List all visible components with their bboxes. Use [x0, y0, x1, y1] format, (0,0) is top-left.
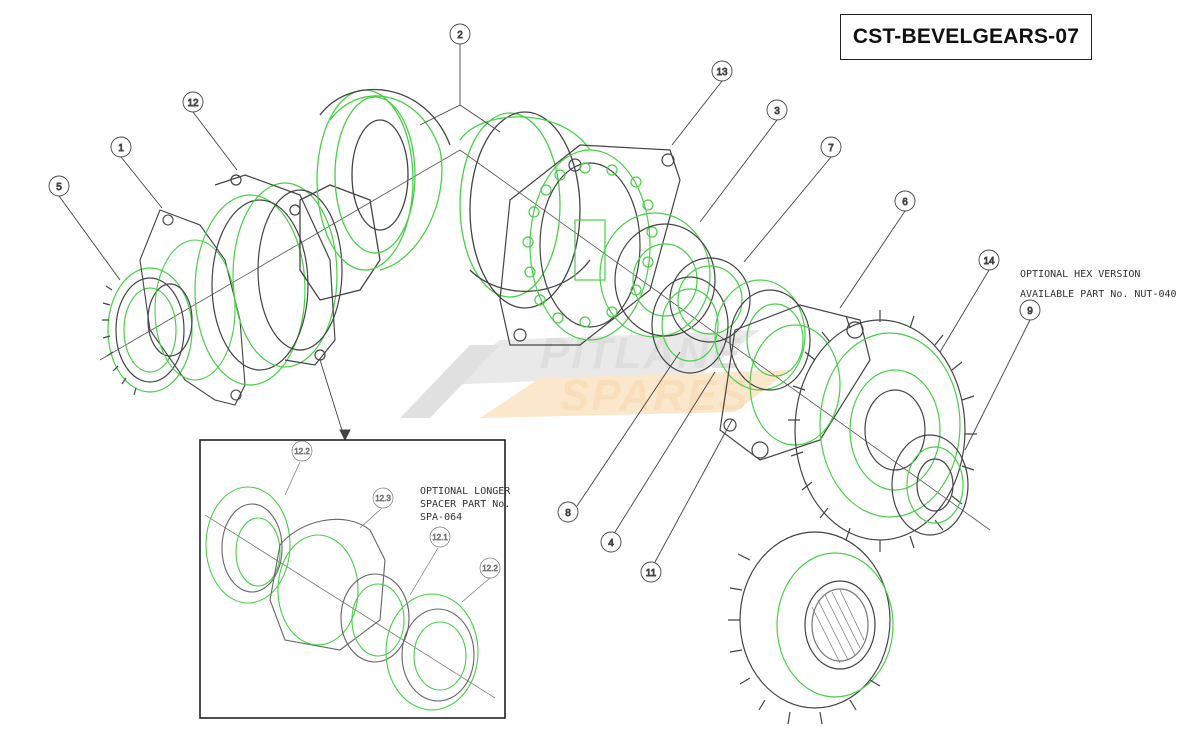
callout-14-label: 14 — [983, 256, 995, 267]
callout-13: 13 — [711, 60, 733, 82]
callout-3: 3 — [766, 99, 788, 121]
watermark-shape-orange — [480, 370, 790, 418]
inset-callout-12-3: 12.3 — [372, 487, 394, 509]
leader-lines — [58, 44, 1031, 563]
part-3-bearing — [599, 212, 716, 338]
part-9-nut — [891, 434, 969, 536]
inset-callout-12-2-bottom: 12.2 — [479, 557, 501, 579]
watermark-line2: SPARES — [560, 371, 750, 420]
inset-callout-12-2-top: 12.2 — [291, 440, 313, 462]
part-4-seal — [714, 279, 811, 391]
callout-5-label: 5 — [56, 182, 62, 193]
callout-9: 9 — [1019, 299, 1041, 321]
watermark-slash — [400, 345, 500, 418]
main-axis — [99, 149, 991, 531]
hex-version-note: OPTIONAL HEX VERSION AVAILABLE PART No. … — [1020, 269, 1177, 300]
callout-7-label: 7 — [828, 143, 834, 154]
part-12-bearing-housing — [194, 174, 343, 386]
inset-parts — [205, 486, 479, 711]
inset-callouts: 12.2 12.3 12.1 12.2 — [284, 440, 501, 603]
part-8-seal — [651, 276, 729, 374]
callout-7: 7 — [820, 136, 842, 158]
hex-note-line2: AVAILABLE PART No. NUT-040 — [1020, 289, 1177, 300]
optional-hex-gear — [728, 531, 894, 725]
spacer-note-line2: SPACER PART No. — [420, 499, 510, 510]
part-6-retainer-plate — [719, 304, 871, 461]
drawing-title-box: CST-BEVELGEARS-07 — [840, 14, 1092, 60]
spacer-note: OPTIONAL LONGER SPACER PART No. SPA-064 — [420, 486, 511, 523]
inset-callout-12-2-bottom-label: 12.2 — [482, 564, 498, 573]
callout-12-label: 12 — [187, 98, 199, 109]
callout-1: 1 — [110, 136, 132, 158]
callout-3-label: 3 — [774, 106, 780, 117]
callout-11: 11 — [640, 561, 662, 583]
callout-6-label: 6 — [902, 197, 908, 208]
hex-note-line1: OPTIONAL HEX VERSION — [1020, 269, 1140, 280]
drawing-title: CST-BEVELGEARS-07 — [852, 25, 1080, 48]
callout-2-label: 2 — [457, 30, 463, 41]
inset-callout-12-2-top-label: 12.2 — [294, 447, 310, 456]
part-5-spline-nut — [102, 267, 193, 396]
inset-callout-12-1: 12.1 — [429, 526, 451, 548]
callout-8-label: 8 — [565, 508, 571, 519]
callout-4: 4 — [600, 531, 622, 553]
part-2-bevel-housing — [299, 88, 591, 309]
callout-11-label: 11 — [646, 568, 657, 579]
spacer-note-line1: OPTIONAL LONGER — [420, 486, 511, 497]
watermark: PITLANE SPARES — [400, 329, 790, 420]
inset-callout-12-3-label: 12.3 — [375, 494, 391, 503]
callout-9-label: 9 — [1027, 306, 1033, 317]
inset-frame — [199, 439, 506, 719]
callouts: 2 12 1 5 13 3 7 6 14 9 8 4 11 — [48, 23, 1041, 583]
callout-2: 2 — [449, 23, 471, 45]
inset-detail: 12.2 12.3 12.1 12.2 OPTIONAL LONGER SPAC… — [199, 439, 511, 719]
callout-6: 6 — [894, 190, 916, 212]
part-13-roller-flange — [499, 144, 681, 346]
callout-1-label: 1 — [118, 143, 124, 154]
callout-5: 5 — [48, 175, 70, 197]
part-14-spur-gear — [788, 310, 977, 552]
spacer-note-line3: SPA-064 — [420, 512, 462, 523]
inset-callout-12-1-label: 12.1 — [432, 533, 448, 542]
callout-8: 8 — [557, 501, 579, 523]
callout-4-label: 4 — [608, 538, 614, 549]
callout-12: 12 — [182, 91, 204, 113]
callout-13-label: 13 — [716, 67, 728, 78]
part-1-flange-gasket — [139, 209, 246, 406]
callout-14: 14 — [978, 249, 1000, 271]
